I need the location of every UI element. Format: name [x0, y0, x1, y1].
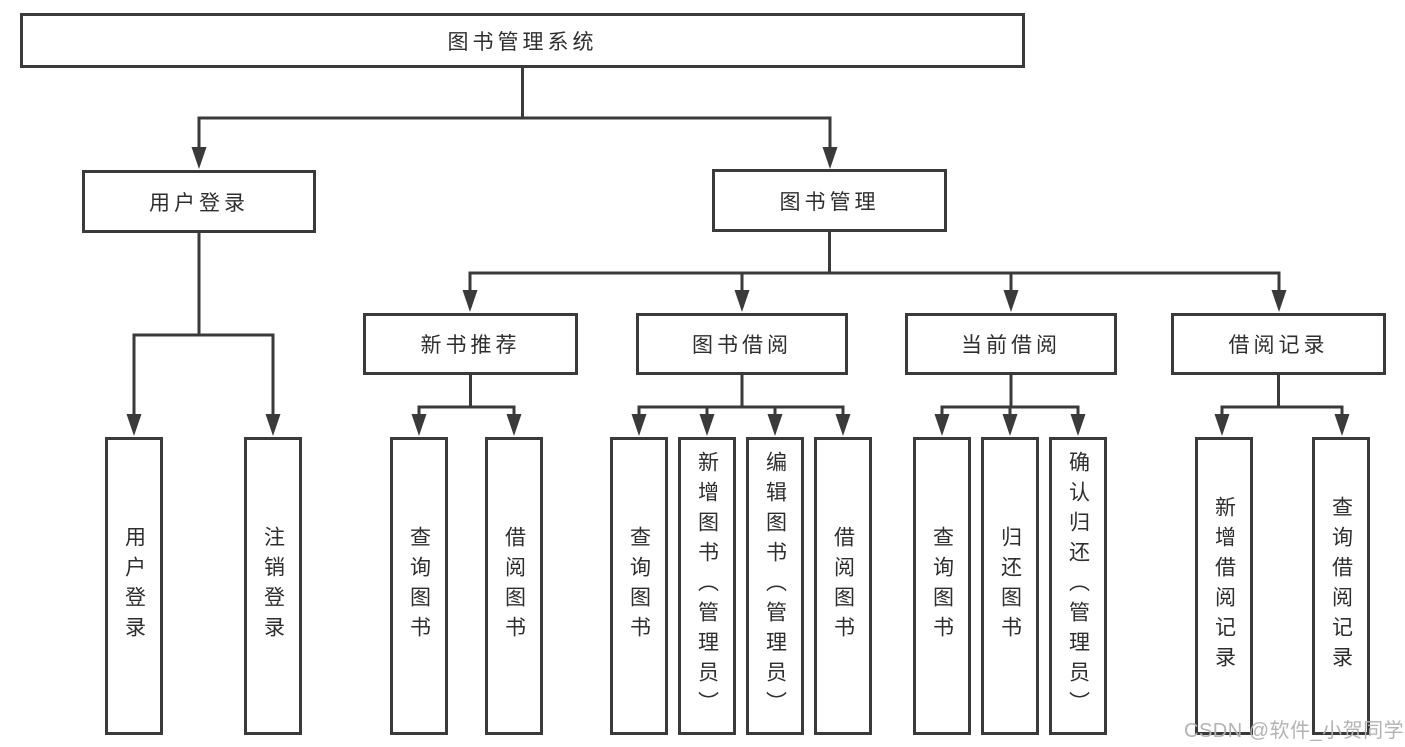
connector-user-login-split [126, 233, 281, 436]
leaf-borrow-add: 新增图书（管理员） [678, 437, 736, 735]
connector-book-management-split [462, 232, 1287, 312]
leaf-newbook-borrow: 借阅图书 [485, 437, 543, 735]
leaf-logout: 注销登录 [244, 437, 302, 735]
connector-current-borrow-split [934, 375, 1086, 436]
node-borrow-records-label: 借阅记录 [1228, 334, 1329, 357]
leaf-borrow-query-label: 查询图书 [627, 526, 651, 646]
leaf-borrow-borrow: 借阅图书 [814, 437, 872, 735]
leaf-borrow-borrow-label: 借阅图书 [831, 526, 855, 646]
node-new-book-recommend-label: 新书推荐 [420, 334, 521, 357]
leaf-borrow-edit: 编辑图书（管理员） [746, 437, 804, 735]
leaf-logout-label: 注销登录 [261, 526, 285, 646]
leaf-current-confirm-return: 确认归还（管理员） [1049, 437, 1107, 735]
connector-root-split [191, 68, 838, 169]
node-book-borrow: 图书借阅 [636, 313, 848, 375]
leaf-current-query-label: 查询图书 [930, 526, 954, 646]
node-borrow-records: 借阅记录 [1171, 313, 1386, 375]
leaf-user-login-label: 用户登录 [122, 526, 146, 646]
node-book-borrow-label: 图书借阅 [692, 334, 792, 357]
leaf-current-return-label: 归还图书 [998, 526, 1022, 646]
leaf-current-query: 查询图书 [913, 437, 971, 735]
node-user-login: 用户登录 [82, 170, 316, 233]
leaf-records-query-label: 查询借阅记录 [1329, 496, 1353, 676]
leaf-newbook-query-label: 查询图书 [407, 526, 431, 646]
leaf-newbook-query: 查询图书 [390, 437, 448, 735]
node-current-borrow-label: 当前借阅 [961, 334, 1061, 357]
connector-book-borrow-split [631, 375, 851, 436]
node-book-management-label: 图书管理 [779, 190, 880, 214]
leaf-borrow-add-label: 新增图书（管理员） [695, 451, 719, 721]
node-new-book-recommend: 新书推荐 [363, 313, 578, 375]
leaf-current-confirm-return-label: 确认归还（管理员） [1066, 451, 1090, 721]
node-root-label: 图书管理系统 [447, 30, 598, 54]
node-root: 图书管理系统 [20, 13, 1025, 68]
node-current-borrow: 当前借阅 [905, 313, 1117, 375]
connector-borrow-records-split [1214, 375, 1350, 436]
csdn-watermark: CSDN @软件_小贺同学 [1184, 720, 1405, 742]
leaf-current-return: 归还图书 [981, 437, 1039, 735]
node-user-login-label: 用户登录 [149, 191, 249, 215]
leaf-records-query: 查询借阅记录 [1312, 437, 1370, 735]
connector-new-book-recommend-split [411, 375, 522, 436]
node-book-management: 图书管理 [712, 169, 947, 232]
leaf-borrow-edit-label: 编辑图书（管理员） [763, 451, 787, 721]
leaf-newbook-borrow-label: 借阅图书 [502, 526, 526, 646]
leaf-records-add: 新增借阅记录 [1195, 437, 1253, 735]
leaf-borrow-query: 查询图书 [610, 437, 668, 735]
leaf-records-add-label: 新增借阅记录 [1212, 496, 1236, 676]
leaf-user-login: 用户登录 [105, 437, 163, 735]
